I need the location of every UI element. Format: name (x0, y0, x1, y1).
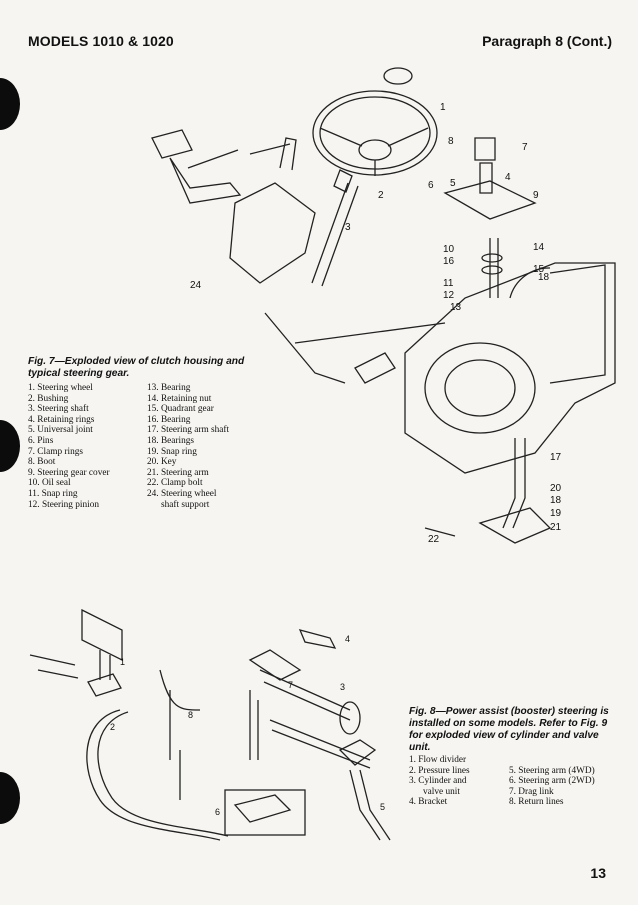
legend-item: 8. Boot (28, 457, 56, 468)
svg-text:4: 4 (505, 172, 511, 183)
legend-item: 18. Bearings (147, 435, 194, 446)
fig8-legend-col2: ​ 5. Steering arm (4WD) 6. Steering arm … (509, 755, 595, 808)
svg-text:4: 4 (345, 634, 350, 644)
legend-item: 9. Steering gear cover (28, 467, 110, 478)
svg-text:1: 1 (440, 102, 446, 113)
legend-item: valve unit (423, 786, 460, 797)
svg-text:24: 24 (190, 280, 202, 291)
svg-text:17: 17 (550, 452, 562, 463)
svg-text:3: 3 (340, 682, 345, 692)
svg-text:6: 6 (215, 807, 220, 817)
svg-text:9: 9 (533, 190, 539, 201)
legend-item: 24. Steering wheel (147, 488, 217, 499)
legend-item: 1. Flow divider (409, 755, 467, 765)
fig7-legend-col2: 13. Bearing 14. Retaining nut 15. Quadra… (147, 383, 229, 510)
svg-text:18: 18 (538, 272, 550, 283)
legend-item: 12. Steering pinion (28, 499, 100, 510)
legend-item: 17. Steering arm shaft (147, 425, 230, 436)
svg-text:2: 2 (110, 722, 115, 732)
svg-text:21: 21 (550, 522, 562, 533)
legend-item: ​ (509, 755, 595, 766)
binder-hole-top (0, 78, 20, 130)
steering-shaft-support (229, 182, 316, 284)
fig8-power-steering-drawing: 1 2 3 4 5 6 7 8 (29, 608, 391, 841)
legend-item: 3. Cylinder and (409, 776, 467, 787)
steering-arm-2wd (233, 794, 292, 823)
legend-item: 10. Oil seal (28, 478, 71, 489)
fig7-legend-col1: 1. Steering wheel 2. Bushing 3. Steering… (28, 383, 110, 510)
svg-text:7: 7 (522, 142, 528, 153)
legend-item: 4. Bracket (409, 797, 448, 808)
svg-text:18: 18 (550, 495, 562, 506)
cylinder-and-valve-unit (259, 669, 351, 721)
binder-hole-bottom (0, 772, 20, 824)
svg-text:19: 19 (550, 508, 562, 519)
fig7-caption: Fig. 7—Exploded view of clutch housing a… (28, 356, 245, 379)
legend-item: 6. Steering arm (2WD) (509, 776, 595, 787)
legend-item: 5. Steering arm (4WD) (509, 765, 595, 776)
svg-text:2: 2 (378, 190, 384, 201)
legend-item: 5. Universal joint (28, 425, 93, 436)
steering-shaft (311, 182, 359, 287)
header-models: MODELS 1010 & 1020 (28, 33, 174, 49)
legend-item: 19. Snap ring (147, 446, 197, 457)
svg-text:8: 8 (448, 136, 454, 147)
legend-item: 20. Key (147, 457, 177, 468)
header-paragraph: Paragraph 8 (Cont.) (482, 33, 612, 49)
svg-text:20: 20 (550, 483, 562, 494)
svg-text:6: 6 (428, 180, 434, 191)
legend-item: 7. Clamp rings (28, 446, 84, 457)
legend-item: 3. Steering shaft (28, 404, 89, 415)
svg-text:7: 7 (288, 680, 293, 690)
fig8-legend-col1: 1. Flow divider 2. Pressure lines 3. Cyl… (409, 755, 470, 808)
svg-text:5: 5 (380, 802, 385, 812)
svg-text:14: 14 (533, 242, 545, 253)
legend-item: 22. Clamp bolt (147, 478, 203, 489)
svg-text:13: 13 (450, 302, 462, 313)
legend-item: 1. Steering wheel (28, 383, 93, 393)
svg-text:22: 22 (428, 534, 440, 545)
page-number: 13 (590, 865, 606, 881)
flow-divider (87, 673, 122, 697)
legend-item: 7. Drag link (509, 786, 554, 797)
svg-text:10: 10 (443, 244, 455, 255)
svg-text:12: 12 (443, 290, 455, 301)
legend-item: 2. Bushing (28, 393, 69, 404)
pressure-lines (86, 709, 221, 841)
fig7-exploded-steering-drawing: 1 2 3 4 5 6 7 8 9 10 11 12 13 14 15 16 1… (151, 67, 616, 545)
binder-hole-middle (0, 420, 20, 472)
legend-item: 13. Bearing (147, 383, 191, 393)
legend-item: 4. Retaining rings (28, 414, 95, 425)
svg-text:8: 8 (188, 710, 193, 720)
steering-gear-cover (443, 180, 537, 220)
legend-item: shaft support (161, 499, 210, 510)
fig8-caption: Fig. 8—Power assist (booster) steering i… (409, 706, 609, 753)
legend-item: 8. Return lines (509, 797, 564, 808)
legend-item: 2. Pressure lines (409, 765, 470, 776)
svg-text:16: 16 (443, 256, 455, 267)
legend-item: 21. Steering arm (147, 467, 209, 478)
svg-text:1: 1 (120, 657, 125, 667)
clutch-housing (404, 262, 616, 474)
steering-arm (478, 507, 552, 544)
legend-item: 6. Pins (28, 435, 54, 446)
svg-text:11: 11 (443, 278, 454, 289)
legend-item: 15. Quadrant gear (147, 404, 214, 415)
legend-item: 14. Retaining nut (147, 393, 212, 404)
svg-text:5: 5 (450, 178, 456, 189)
legend-item: 11. Snap ring (28, 488, 78, 499)
svg-text:3: 3 (345, 222, 351, 233)
svg-text:15: 15 (533, 264, 545, 275)
legend-item: 16. Bearing (147, 414, 191, 425)
